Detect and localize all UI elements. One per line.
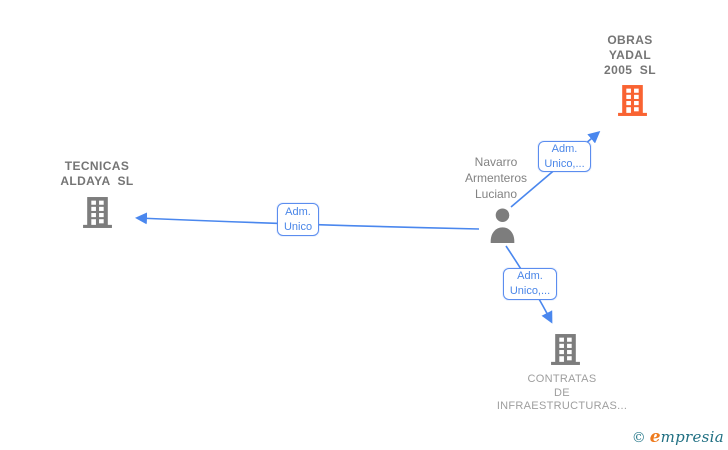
- edge-label-line: Unico: [283, 220, 313, 233]
- empresia-logo-initial: e: [649, 427, 661, 447]
- node-label-line: DE: [554, 386, 570, 399]
- node-label-line: 2005 SL: [604, 63, 656, 77]
- node-label-line: Navarro: [474, 155, 518, 169]
- edge-label-line: Unico,...: [509, 285, 551, 297]
- node-label-line: Armenteros: [464, 171, 528, 185]
- node-label-contratas-infraestructuras: CONTRATAS DE INFRAESTRUCTURAS...: [477, 373, 647, 414]
- node-label-line: INFRAESTRUCTURAS...: [496, 400, 628, 412]
- edge-label-line: Adm.: [551, 142, 578, 155]
- edge-label-line: Adm.: [517, 270, 543, 282]
- node-label-line: CONTRATAS: [527, 373, 597, 385]
- copyright-icon: ©: [631, 430, 646, 446]
- node-label-navarro-armenteros: Navarro Armenteros Luciano: [444, 154, 548, 202]
- node-label-line: ALDAYA SL: [60, 174, 134, 188]
- node-label-obras-yadal: OBRAS YADAL 2005 SL: [578, 33, 682, 78]
- building-icon-contratas[interactable]: [549, 333, 582, 366]
- person-icon-navarro[interactable]: [486, 207, 519, 244]
- building-icon-obras[interactable]: [616, 84, 649, 117]
- node-label-line: TECNICAS: [64, 159, 130, 173]
- node-label-tecnicas-aldaya: TECNICAS ALDAYA SL: [45, 159, 149, 189]
- edge-label-line: Adm.: [285, 205, 311, 218]
- node-label-line: OBRAS: [607, 33, 653, 47]
- empresia-logo-text: mpresia: [660, 428, 724, 446]
- edge-label-adm-unico-tecnicas[interactable]: Adm. Unico: [277, 203, 319, 236]
- node-label-line: YADAL: [608, 48, 652, 62]
- empresia-logo[interactable]: ©empresia: [632, 427, 724, 447]
- building-icon-tecnicas[interactable]: [81, 196, 114, 229]
- edge-label-line: Unico,...: [544, 157, 585, 170]
- edge-label-adm-unico-contratas[interactable]: Adm. Unico,...: [503, 268, 557, 300]
- edge-label-adm-unico-obras[interactable]: Adm. Unico,...: [538, 141, 591, 172]
- node-label-line: Luciano: [474, 187, 518, 201]
